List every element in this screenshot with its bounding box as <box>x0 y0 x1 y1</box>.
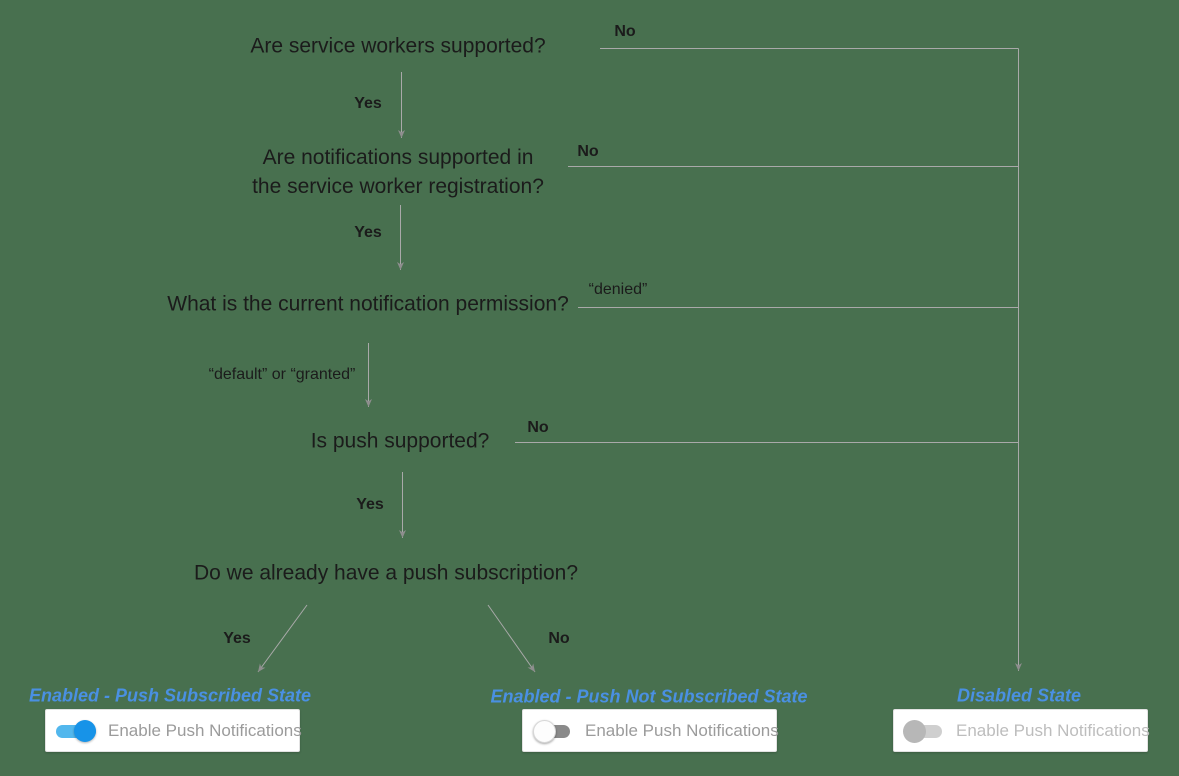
card-label: Enable Push Notifications <box>108 720 302 740</box>
toggle-thumb <box>533 720 556 743</box>
push-toggle-on[interactable] <box>46 710 102 753</box>
question-notifications-supported: Are notifications supported in the servi… <box>252 143 544 201</box>
question-notifications-line1: Are notifications supported in <box>262 146 534 169</box>
label-q2-no: No <box>577 143 599 160</box>
label-q1-no: No <box>614 23 636 40</box>
question-push-supported: Is push supported? <box>310 429 490 453</box>
label-q5-no: No <box>548 630 570 647</box>
push-toggle-off[interactable] <box>523 710 579 753</box>
question-notifications-line2: the service worker registration? <box>252 175 544 198</box>
card-push-subscribed: Enable Push Notifications <box>45 709 302 753</box>
card-disabled: Enable Push Notifications <box>893 709 1150 753</box>
card-label: Enable Push Notifications <box>585 720 779 740</box>
edge-q5-yes-arrow <box>257 604 308 673</box>
question-existing-subscription: Do we already have a push subscription? <box>193 561 579 585</box>
state-label-push-subscribed: Enabled - Push Subscribed State <box>28 685 312 706</box>
state-label-push-not-subscribed: Enabled - Push Not Subscribed State <box>490 686 808 707</box>
state-label-disabled: Disabled State <box>956 685 1082 706</box>
edge-q5-no-arrow <box>487 604 536 673</box>
question-service-workers: Are service workers supported? <box>250 34 546 58</box>
label-q2-yes: Yes <box>354 224 382 241</box>
label-q4-no: No <box>527 419 549 436</box>
label-q5-yes: Yes <box>223 630 251 647</box>
push-toggle-disabled <box>894 710 950 753</box>
label-q4-yes: Yes <box>356 496 384 513</box>
question-notification-permission: What is the current notification permiss… <box>167 292 569 316</box>
card-push-not-subscribed: Enable Push Notifications <box>522 709 779 753</box>
label-q3-default-or-granted: “default” or “granted” <box>208 366 356 383</box>
toggle-thumb <box>74 720 96 742</box>
toggle-thumb <box>903 720 926 743</box>
label-q3-denied: “denied” <box>588 281 648 298</box>
card-label: Enable Push Notifications <box>956 720 1150 740</box>
label-q1-yes: Yes <box>354 95 382 112</box>
